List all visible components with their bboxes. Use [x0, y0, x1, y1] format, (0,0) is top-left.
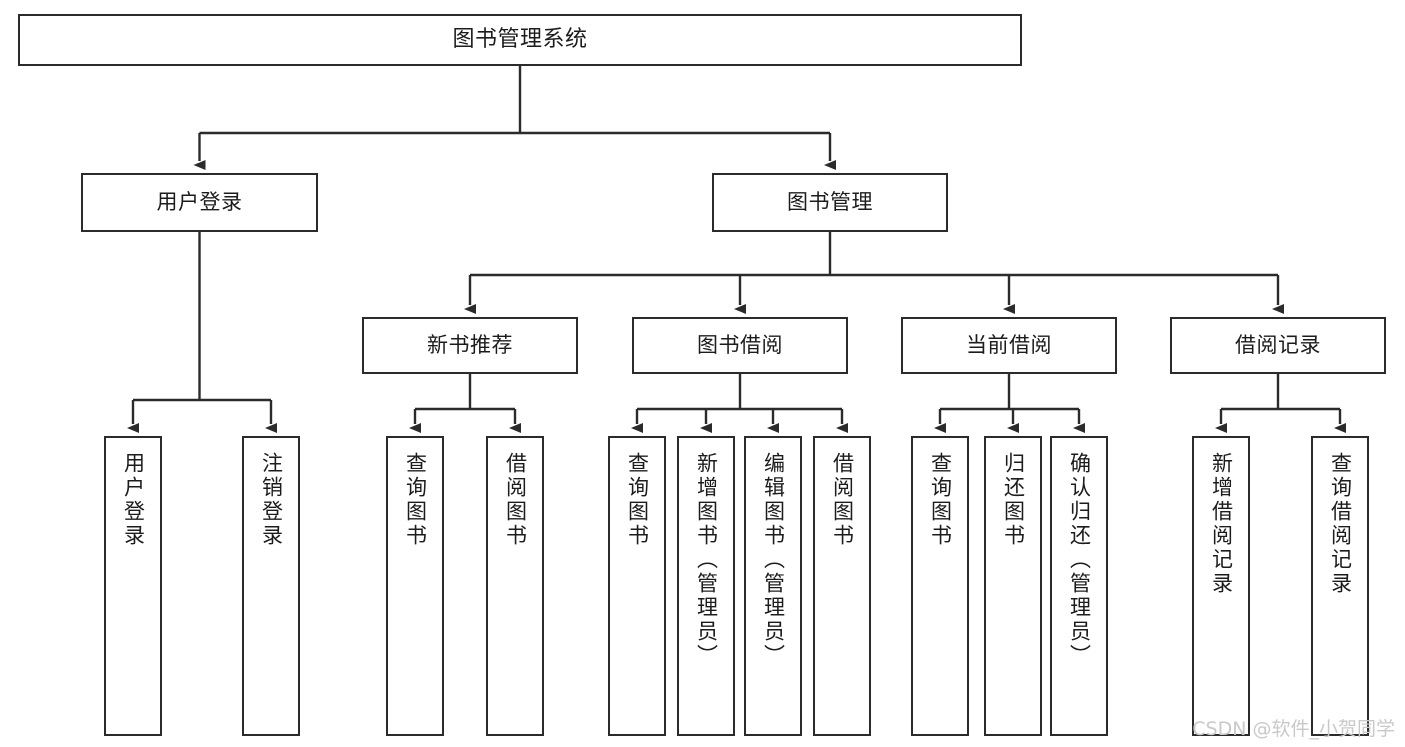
leaf-label: 用户登录 [121, 452, 146, 548]
csdn-watermark: CSDN @软件_小贺同学 [1192, 718, 1395, 740]
node-leaf-borrow-book-2[interactable]: 借阅图书 [813, 436, 871, 736]
node-leaf-logout[interactable]: 注销登录 [242, 436, 300, 736]
node-leaf-add-record[interactable]: 新增借阅记录 [1192, 436, 1250, 736]
leaf-label: 确认归还（管理员） [1067, 452, 1092, 668]
leaf-label: 注销登录 [259, 452, 284, 548]
node-book-manage[interactable]: 图书管理 [712, 173, 948, 232]
node-leaf-query-book-3[interactable]: 查询图书 [911, 436, 969, 736]
node-leaf-return-book[interactable]: 归还图书 [984, 436, 1042, 736]
node-leaf-query-book-1[interactable]: 查询图书 [386, 436, 444, 736]
node-book-borrow[interactable]: 图书借阅 [632, 317, 848, 374]
node-leaf-confirm-return[interactable]: 确认归还（管理员） [1050, 436, 1108, 736]
node-leaf-query-book-2[interactable]: 查询图书 [608, 436, 666, 736]
node-leaf-borrow-book-1[interactable]: 借阅图书 [486, 436, 544, 736]
leaf-label: 新增借阅记录 [1209, 452, 1234, 596]
leaf-label: 编辑图书（管理员） [761, 452, 786, 668]
node-borrow-record[interactable]: 借阅记录 [1170, 317, 1386, 374]
leaf-label: 查询图书 [403, 452, 428, 548]
node-leaf-add-book[interactable]: 新增图书（管理员） [677, 436, 735, 736]
node-current-borrow[interactable]: 当前借阅 [901, 317, 1117, 374]
node-leaf-query-record[interactable]: 查询借阅记录 [1311, 436, 1369, 736]
leaf-label: 借阅图书 [503, 452, 528, 548]
node-new-book-recommend[interactable]: 新书推荐 [362, 317, 578, 374]
node-leaf-user-login[interactable]: 用户登录 [104, 436, 162, 736]
node-user-login[interactable]: 用户登录 [81, 173, 318, 232]
leaf-label: 归还图书 [1001, 452, 1026, 548]
leaf-label: 查询借阅记录 [1328, 452, 1353, 596]
leaf-label: 查询图书 [625, 452, 650, 548]
leaf-label: 查询图书 [928, 452, 953, 548]
node-leaf-edit-book[interactable]: 编辑图书（管理员） [744, 436, 802, 736]
leaf-label: 新增图书（管理员） [694, 452, 719, 668]
leaf-label: 借阅图书 [830, 452, 855, 548]
node-root[interactable]: 图书管理系统 [18, 14, 1022, 66]
